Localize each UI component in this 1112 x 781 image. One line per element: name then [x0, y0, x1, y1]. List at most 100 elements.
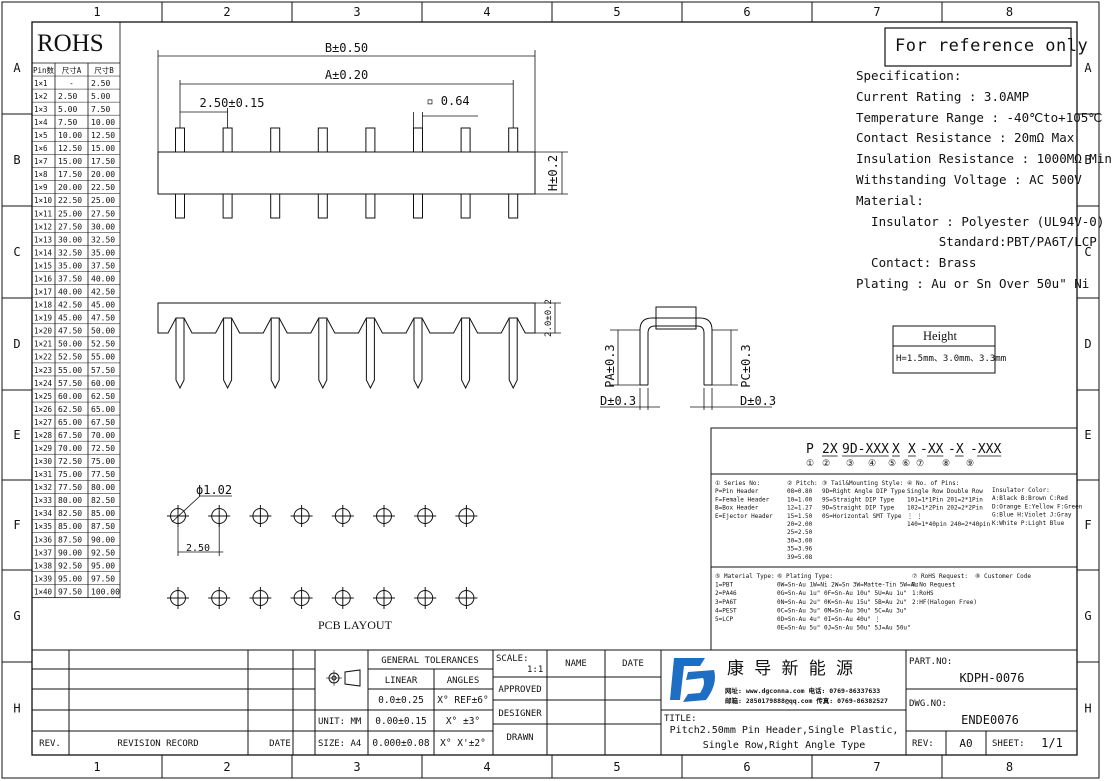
legend-pitch: 25=2.50	[787, 529, 813, 536]
rohs-cell-pins: 1×35	[34, 522, 52, 531]
row-label-D: D	[13, 337, 20, 351]
legend-rohs: ⑦ RoHS Request:	[912, 573, 968, 580]
rohs-cell-a: 30.00	[58, 235, 82, 244]
legend-pitch: 30=3.00	[787, 537, 813, 544]
rev-label: REV:	[912, 739, 934, 749]
company-name: 康 导 新 能 源	[727, 659, 853, 679]
part-code-segment: P	[806, 442, 814, 457]
part-code-index: ⑧	[942, 459, 950, 469]
legend-pitch: 15=1.50	[787, 513, 813, 520]
rohs-cell-pins: 1×18	[34, 301, 53, 310]
rohs-cell-b: 7.50	[91, 105, 110, 114]
part-code-index: ⑥	[902, 459, 910, 469]
legend-series: F=Female Header	[715, 496, 770, 503]
row-label-right-C: C	[1084, 245, 1091, 259]
legend-pitch: 08=0.80	[787, 488, 813, 495]
legend-pins: Single Row Double Row	[907, 488, 983, 495]
rohs-cell-a: -	[69, 79, 74, 88]
rohs-title: ROHS	[37, 30, 104, 57]
rohs-cell-b: 12.50	[91, 131, 115, 140]
rohs-cell-a: 82.50	[58, 509, 82, 518]
legend-pitch: 35=3.96	[787, 546, 813, 553]
rohs-cell-pins: 1×21	[34, 340, 52, 349]
rohs-cell-b: 57.50	[91, 366, 115, 375]
col-label-7: 7	[873, 5, 880, 19]
col-label-bottom-7: 7	[873, 760, 880, 774]
rohs-cell-a: 45.00	[58, 314, 82, 323]
rohs-cell-a: 77.50	[58, 483, 82, 492]
rohs-header: 尺寸B	[94, 65, 114, 75]
rohs-cell-pins: 1×1	[34, 79, 48, 88]
angles-header: ANGLES	[447, 676, 480, 686]
col-label-3: 3	[353, 5, 360, 19]
part-code-segment: X	[908, 442, 916, 457]
part-no-label: PART.NO:	[909, 657, 952, 667]
rohs-cell-pins: 1×39	[34, 574, 52, 583]
rohs-cell-pins: 1×22	[34, 353, 52, 362]
rohs-cell-a: 2.50	[58, 92, 77, 101]
dim-h: H±0.2	[546, 155, 560, 191]
row-label-right-D: D	[1084, 337, 1091, 351]
legend-plating: 0G=Sn-Au 1u" 0F=Sn-Au 10u" 5U=Au 1u"	[777, 590, 907, 597]
designer-label: DESIGNER	[498, 709, 542, 719]
reference-box	[884, 27, 1072, 67]
rohs-cell-pins: 1×14	[34, 248, 53, 257]
row-label-right-G: G	[1084, 609, 1091, 623]
rohs-cell-b: 32.50	[91, 235, 115, 244]
col-label-bottom-5: 5	[613, 760, 620, 774]
legend-plating: ⑥ Plating Type:	[777, 573, 833, 580]
angle-tolerance: X° REF±6°	[437, 695, 488, 706]
top-view-drawing: B±0.50A±0.202.50±0.15▫ 0.64H±0.2	[157, 41, 568, 219]
dim-tail: 2.0±0.2	[544, 299, 554, 337]
legend-material: 4=PEST	[715, 607, 737, 614]
legend-color: Insulator Color:	[992, 487, 1050, 494]
rohs-cell-a: 47.50	[58, 327, 82, 336]
legend-color: G:Blue H:Violet J:Gray	[992, 512, 1072, 519]
legend-color: K:White P:Light Blue	[992, 520, 1065, 527]
rohs-cell-a: 87.50	[58, 535, 82, 544]
rohs-cell-pins: 1×17	[34, 288, 52, 297]
rohs-cell-a: 70.00	[58, 444, 82, 453]
rohs-cell-a: 25.00	[58, 209, 82, 218]
general-tolerances-label: GENERAL TOLERANCES	[381, 656, 479, 666]
rohs-cell-a: 90.00	[58, 548, 82, 557]
dwg-no-value: ENDE0076	[961, 713, 1019, 727]
legend-series: B=Box Header	[715, 505, 759, 512]
sheet-value: 1/1	[1041, 736, 1063, 750]
rohs-cell-a: 35.00	[58, 261, 82, 270]
rohs-cell-pins: 1×36	[34, 535, 53, 544]
legend-pitch: 10=1.00	[787, 496, 813, 503]
rohs-cell-b: 37.50	[91, 261, 115, 270]
col-label-bottom-6: 6	[743, 760, 750, 774]
scale-label: SCALE:	[496, 654, 529, 664]
rohs-cell-b: 35.00	[91, 248, 115, 257]
rohs-cell-b: 40.00	[91, 274, 115, 283]
pcb-layout-label: PCB LAYOUT	[318, 618, 392, 632]
rohs-cell-a: 57.50	[58, 379, 82, 388]
dim-b: B±0.50	[325, 41, 368, 55]
linear-tolerance: 0.0±0.25	[378, 695, 424, 706]
col-label-bottom-1: 1	[93, 760, 100, 774]
rohs-cell-b: 100.00	[91, 587, 120, 596]
legend-material: 1=PBT	[715, 582, 733, 589]
rohs-cell-pins: 1×7	[34, 157, 48, 166]
row-label-right-E: E	[1084, 428, 1091, 442]
rohs-cell-b: 77.50	[91, 470, 115, 479]
rohs-cell-b: 20.00	[91, 170, 115, 179]
rohs-cell-a: 17.50	[58, 170, 82, 179]
col-label-6: 6	[743, 5, 750, 19]
linear-tolerance: 0.00±0.15	[375, 716, 426, 727]
rohs-cell-b: 2.50	[91, 79, 110, 88]
rohs-cell-pins: 1×33	[34, 496, 52, 505]
rohs-cell-pins: 1×8	[34, 170, 48, 179]
size-label: SIZE: A4	[318, 739, 361, 749]
rohs-cell-pins: 1×30	[34, 457, 53, 466]
rohs-cell-pins: 1×6	[34, 144, 48, 153]
rohs-cell-pins: 1×27	[34, 418, 52, 427]
rohs-cell-b: 25.00	[91, 196, 115, 205]
legend-pitch: 20=2.00	[787, 521, 813, 528]
legend-pins: 102=1*2Pin 202=2*2Pin	[907, 505, 983, 512]
